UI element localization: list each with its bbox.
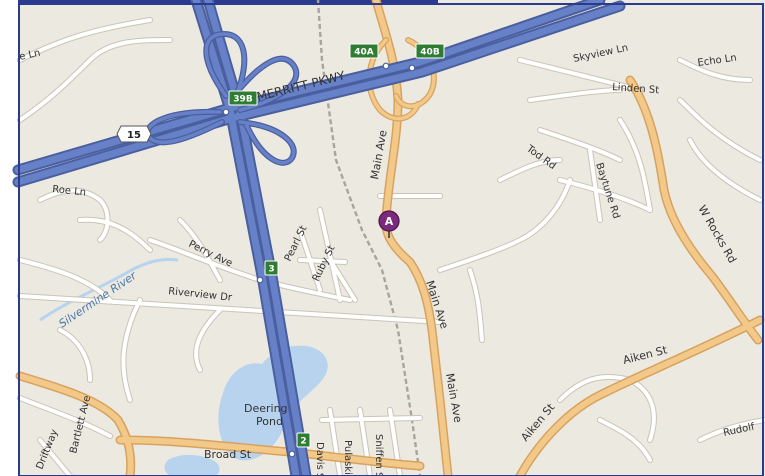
svg-text:2: 2 — [300, 437, 306, 447]
pond-south — [164, 454, 220, 476]
label-roe-ln: Roe Ln — [52, 184, 87, 198]
local-roads — [17, 17, 765, 476]
label-top-left-ln: e Ln — [18, 48, 41, 63]
map-border — [18, 3, 764, 476]
svg-text:15: 15 — [127, 130, 141, 141]
route-15-shield: 15 — [116, 125, 152, 143]
label-broad-st: Broad St — [204, 448, 252, 461]
label-davis-st: Davis St — [314, 442, 325, 476]
exit-sign-2: 2 — [296, 432, 311, 448]
label-pond: Pond — [256, 415, 283, 428]
svg-text:40A: 40A — [354, 48, 374, 58]
deering-pond — [218, 345, 328, 461]
label-echo-ln: Echo Ln — [697, 53, 738, 69]
label-sniffen-st: Sniffen St — [373, 434, 384, 476]
marker-letter: A — [385, 215, 394, 228]
exit-sign-39b: 39B — [228, 90, 258, 106]
silvermine-river — [39, 258, 179, 322]
location-pin-icon[interactable]: A — [378, 210, 400, 238]
frame-top-bar — [18, 0, 438, 5]
exit-points — [222, 62, 416, 458]
label-deering: Deering — [244, 402, 288, 415]
railway — [316, 0, 422, 476]
exit-sign-40a: 40A — [349, 43, 379, 59]
svg-text:40B: 40B — [420, 48, 440, 58]
exit-sign-3: 3 — [264, 260, 279, 276]
svg-text:39B: 39B — [233, 95, 253, 105]
frame-margin-left — [0, 0, 18, 476]
label-pulaski: Pulaski — [342, 440, 353, 475]
exit-sign-40b: 40B — [415, 43, 445, 59]
label-linden-st: Linden St — [612, 82, 660, 96]
svg-text:3: 3 — [268, 265, 274, 275]
